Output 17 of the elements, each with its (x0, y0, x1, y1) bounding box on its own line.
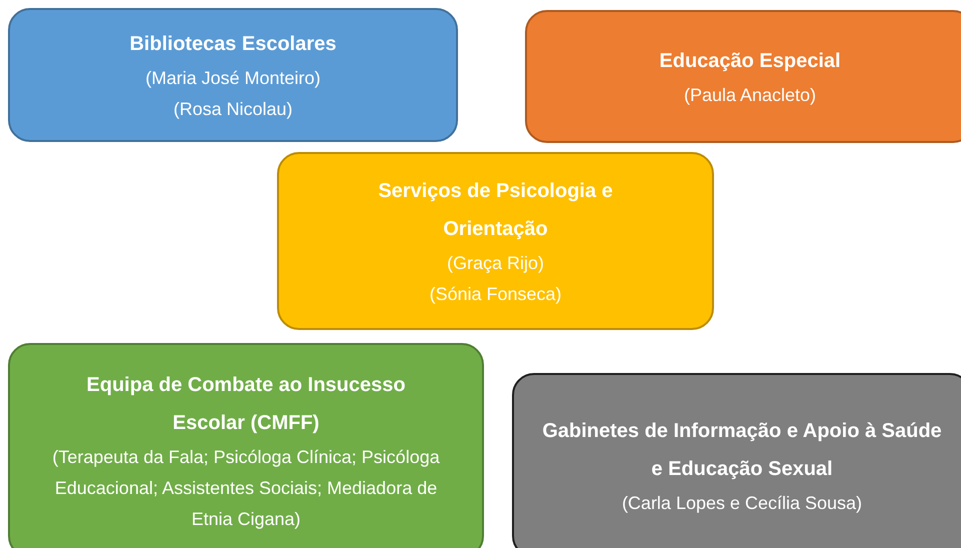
card-heading: Educação Especial (659, 49, 841, 74)
card-heading: Gabinetes de Informação e Apoio à Saúde e Educação Sexual (541, 419, 943, 482)
card-text: (Maria José Monteiro) (145, 67, 321, 90)
team-card (8, 343, 484, 548)
team-card (512, 373, 961, 548)
team-card (8, 8, 458, 142)
card-heading: Bibliotecas Escolares (130, 32, 336, 57)
card-text: (Rosa Nicolau) (173, 98, 293, 121)
card-text: (Paula Anacleto) (684, 84, 816, 107)
team-card (277, 152, 714, 330)
card-text: (Sónia Fonseca) (429, 283, 562, 306)
card-text: (Graça Rijo) (446, 252, 544, 275)
card-heading: Serviços de Psicologia e Orientação (377, 179, 614, 242)
card-text: (Terapeuta da Fala; Psicóloga Clínica; Psicóloga Educacional; Assistentes Sociais; Mediadora de Etnia Cigana) (51, 446, 441, 531)
card-text: (Carla Lopes e Cecília Sousa) (622, 492, 862, 515)
card-heading: Equipa de Combate ao Insucesso Escolar (CMFF) (86, 373, 406, 436)
team-card (525, 10, 961, 143)
